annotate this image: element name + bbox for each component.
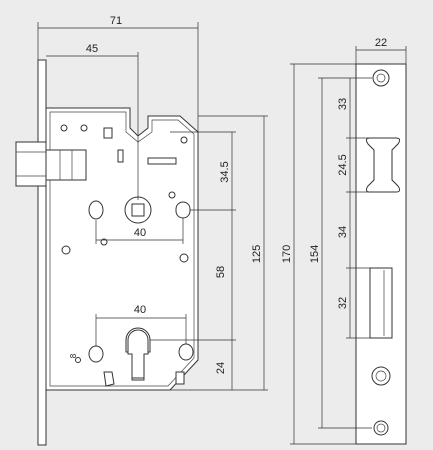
- faceplate-screw-bottom: [373, 420, 389, 436]
- lock-body-view: 71 45 34.5 40 58: [15, 15, 268, 446]
- dim-spindle-spacing: 40: [95, 218, 184, 244]
- notch: [175, 371, 185, 385]
- dim-label-125: 125: [251, 245, 263, 263]
- dim-bottom-offset: 24: [215, 340, 233, 390]
- dim-label-24: 24: [215, 362, 227, 374]
- handle-hole-left: [88, 200, 104, 220]
- latch-bolt: [15, 141, 87, 187]
- screw-hole: [75, 357, 81, 363]
- slot: [147, 157, 177, 165]
- dim-total-width: 71: [37, 15, 199, 132]
- screw-hole: [61, 245, 71, 255]
- faceplate-screw-top: [372, 69, 390, 87]
- bolt-opening: [369, 267, 393, 339]
- screw-hole: [168, 191, 176, 199]
- dim-label-24-5: 24.5: [337, 154, 349, 175]
- dim-screw-to-latch: 33: [337, 78, 370, 139]
- faceplate-view: 22 170 154 33 24.5: [281, 37, 407, 445]
- cylinder-screw-left: [88, 345, 104, 363]
- slot: [103, 127, 113, 139]
- screw-hole: [100, 238, 108, 246]
- faceplate-screw-middle: [371, 366, 391, 386]
- dim-label-34-5: 34.5: [219, 161, 231, 182]
- dim-label-33: 33: [337, 98, 349, 110]
- dim-bolt-height: 32: [337, 268, 370, 339]
- dim-overall-height: 125: [170, 115, 268, 391]
- hook: [103, 371, 115, 387]
- dim-backset: 45: [46, 43, 139, 200]
- dim-label-58: 58: [215, 266, 227, 278]
- forend-strip: [37, 59, 47, 446]
- screw-hole: [80, 124, 88, 132]
- dim-label-71: 71: [110, 15, 122, 27]
- dim-label-154: 154: [309, 245, 321, 263]
- dim-label-22: 22: [375, 37, 387, 49]
- dim-label-40-lower: 40: [134, 304, 146, 316]
- screw-hole: [179, 253, 189, 263]
- latch-opening: [365, 137, 401, 193]
- faceplate: [355, 63, 407, 445]
- dim-label-8: 8: [69, 353, 78, 358]
- cylinder-hole: [125, 327, 151, 381]
- dim-spindle-drop: 34.5: [170, 131, 236, 211]
- dim-label-170: 170: [281, 245, 293, 263]
- dim-faceplate-width: 22: [355, 37, 407, 64]
- spindle-hub: [124, 196, 152, 224]
- dim-faceplate-height: 170: [281, 63, 356, 445]
- dim-handle-to-cylinder: 58: [150, 210, 236, 341]
- dim-label-40-upper: 40: [134, 227, 146, 239]
- slot: [117, 149, 124, 163]
- dim-label-32: 32: [337, 297, 349, 309]
- handle-slot-right: [175, 201, 191, 219]
- lock-body-inner-line: [49, 111, 195, 387]
- dim-label-34: 34: [337, 226, 349, 238]
- screw-hole: [180, 136, 188, 144]
- dim-label-45: 45: [86, 43, 98, 55]
- dim-cylinder-spacing: 40: [95, 304, 187, 346]
- cylinder-screw-right: [178, 343, 194, 361]
- screw-hole: [60, 124, 68, 132]
- dim-screw-spacing: 154: [309, 77, 372, 429]
